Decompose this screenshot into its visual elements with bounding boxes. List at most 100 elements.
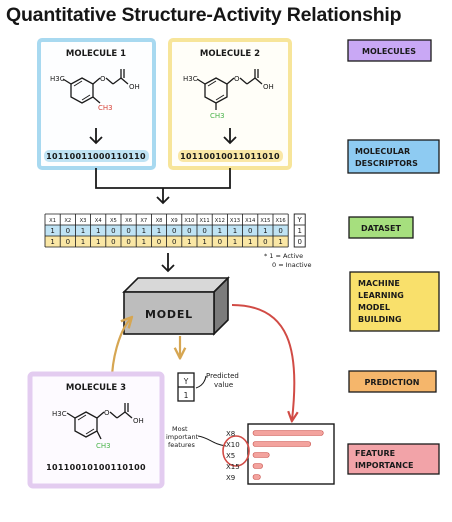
feature-label: X15 <box>226 463 240 471</box>
label-prediction: PREDICTION <box>365 378 420 387</box>
feature-bar <box>252 452 270 458</box>
dataset-header-cell: X10 <box>184 218 194 224</box>
dataset-header-cell: X16 <box>276 218 286 224</box>
label-dataset: DATASET <box>361 224 401 233</box>
dataset-header-cell: X9 <box>171 218 178 224</box>
dataset-header-cell: X13 <box>230 218 240 224</box>
dataset-header-cell: X15 <box>260 218 270 224</box>
label-importance-box <box>347 443 440 475</box>
label-prediction-box <box>348 370 437 393</box>
dataset-header-cell: X6 <box>125 218 132 224</box>
dataset-y-cell: 0 <box>297 238 301 246</box>
molecule-1-o: O <box>100 75 106 83</box>
dataset-cell: 1 <box>50 238 54 246</box>
dataset-cell: 1 <box>263 227 267 235</box>
dataset-header-cell: X12 <box>215 218 225 224</box>
molecule-1-down-arrow <box>89 128 103 145</box>
molecule-1-card: MOLECULE 1 H3C O OH CH3 1011001100011011… <box>37 38 156 170</box>
dataset-cell: 0 <box>157 238 161 246</box>
molecule-2-card: MOLECULE 2 H3C O OH CH3 1011001001101101… <box>168 38 292 170</box>
dataset-cell: 0 <box>202 227 206 235</box>
top-features-highlight <box>222 435 250 467</box>
dataset-header-cell: X3 <box>80 218 87 224</box>
model-to-importance-arrow <box>231 304 294 420</box>
molecule-3-h3c: H3C <box>52 410 67 418</box>
dataset-cell: 0 <box>172 238 176 246</box>
dataset-cell: 0 <box>66 238 70 246</box>
feature-bar <box>252 474 261 480</box>
dataset-cell: 1 <box>278 238 282 246</box>
legend-active: * 1 = Active <box>264 252 303 260</box>
molecule-3-oh: OH <box>133 417 144 425</box>
dataset-cell: 0 <box>172 227 176 235</box>
dataset-header-cell: X14 <box>245 218 256 224</box>
dataset-cell: 1 <box>142 227 146 235</box>
molecule-1-title: MOLECULE 1 <box>66 49 126 59</box>
feature-bar <box>252 441 312 447</box>
label-model-building-box <box>349 271 440 332</box>
molecule-2-bits: 10110010011011010 <box>180 152 280 161</box>
dataset-cell: 0 <box>263 238 267 246</box>
dataset-y-cell: 1 <box>297 227 301 235</box>
molecule-1-ch3: CH3 <box>98 104 113 112</box>
molecule-2-h3c: H3C <box>183 75 198 83</box>
features-caption-line1: Most <box>172 425 188 433</box>
dataset-cell: 1 <box>233 238 237 246</box>
dataset-header-cell: X4 <box>95 218 103 224</box>
label-dataset-box <box>348 216 414 239</box>
molecule-2-oh: OH <box>263 83 274 91</box>
molecule-1-bits-bar <box>44 150 149 162</box>
dataset-cell: 1 <box>142 238 146 246</box>
prediction-caption-line2: value <box>214 381 233 389</box>
prediction-output: Y 1 Predicted value <box>177 372 239 402</box>
molecule-3-title: MOLECULE 3 <box>66 383 126 393</box>
merge-connector <box>95 168 231 203</box>
label-molecules-box <box>347 39 432 62</box>
molecule-1-oh: OH <box>129 83 140 91</box>
dataset-cell: 0 <box>111 238 115 246</box>
molecule-2-ch3: CH3 <box>210 112 225 120</box>
dataset-y-column <box>293 213 306 248</box>
dataset-cell: 0 <box>248 227 252 235</box>
dataset-cell: 1 <box>202 238 206 246</box>
dataset-cell: 1 <box>248 238 252 246</box>
prediction-caption-line1: Predicted <box>206 372 239 380</box>
legend-inactive: 0 = Inactive <box>272 261 312 269</box>
dataset-cell: 1 <box>233 227 237 235</box>
dataset-header-cell: X7 <box>140 218 147 224</box>
dataset-y-cell: Y <box>297 216 303 224</box>
dataset-cell: 1 <box>96 227 100 235</box>
dataset-cell: 1 <box>81 227 85 235</box>
molecule-2-bits-bar <box>178 150 283 162</box>
molecule-1-structure <box>62 69 129 104</box>
dataset-cell: 0 <box>278 227 282 235</box>
dataset-cell: 1 <box>81 238 85 246</box>
prediction-y-header: Y <box>183 377 189 386</box>
molecule-1-h3c: H3C <box>50 75 65 83</box>
dataset-cell: 0 <box>66 227 70 235</box>
molecule-3-bits: 10110010100110100 <box>46 463 146 472</box>
prediction-value: 1 <box>184 391 189 400</box>
dataset-cell: 0 <box>126 238 130 246</box>
feature-label: X8 <box>226 430 235 438</box>
feature-label: X9 <box>226 474 235 482</box>
feature-bar <box>252 430 324 436</box>
label-molecules: MOLECULES <box>362 47 416 56</box>
dataset-header-cell: X8 <box>156 218 163 224</box>
molecule-3-ch3: CH3 <box>96 442 111 450</box>
molecule-2-o: O <box>234 75 240 83</box>
feature-bar <box>252 463 263 469</box>
molecule-3-structure <box>66 403 133 440</box>
dataset-cell: 1 <box>157 227 161 235</box>
dataset-cell: 0 <box>187 227 191 235</box>
features-caption-line3: features <box>168 441 195 449</box>
model-label: MODEL <box>145 308 193 321</box>
dataset-cell: 1 <box>96 238 100 246</box>
dataset-cell: 0 <box>126 227 130 235</box>
label-descriptors-box <box>347 139 440 174</box>
